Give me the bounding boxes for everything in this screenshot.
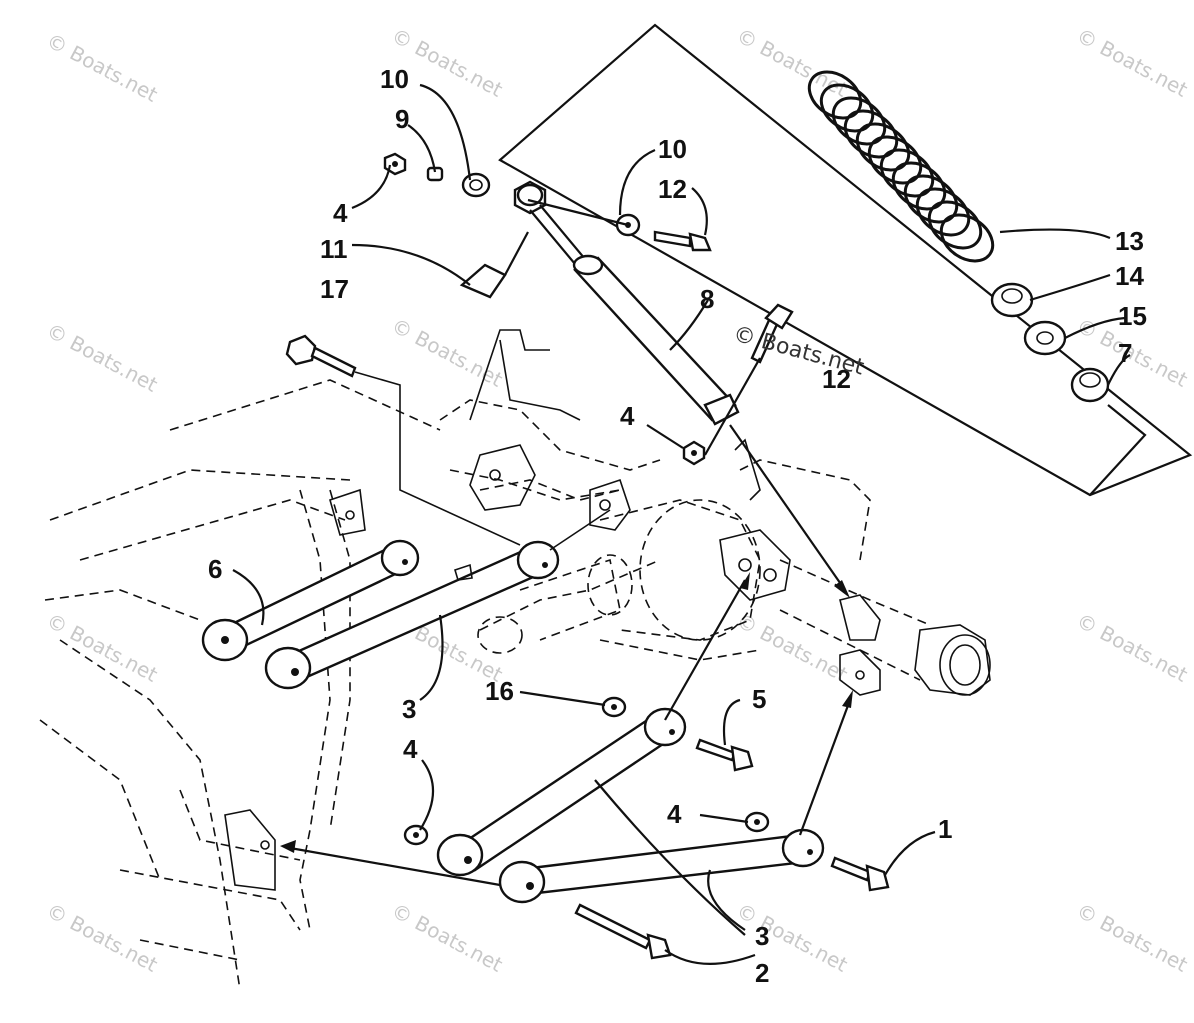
callout-label: 17 — [320, 274, 349, 304]
upper-control-arms — [201, 539, 560, 690]
cup-washer — [459, 263, 507, 299]
callout-label: 11 — [320, 234, 348, 264]
frame-outline — [39, 379, 441, 991]
callout-label: 1 — [938, 814, 952, 844]
watermark: © Boats.net — [43, 898, 162, 977]
callout-label: 14 — [1115, 261, 1144, 291]
axle-housing — [439, 329, 991, 696]
watermark: © Boats.net — [733, 608, 852, 687]
callout-label: 16 — [485, 676, 514, 706]
watermark: © Boats.net — [43, 28, 162, 107]
watermark: © Boats.net — [43, 608, 162, 687]
callout-label: 3 — [755, 921, 769, 951]
spring-kit-box — [498, 23, 1193, 497]
coil-spring — [807, 70, 995, 263]
shock-absorber — [513, 180, 740, 426]
watermark: © Boats.net — [733, 898, 852, 977]
lower-hardware — [403, 696, 890, 960]
top-hardware — [383, 152, 712, 299]
assembly-arrows — [280, 424, 853, 887]
callout-label: 15 — [1118, 301, 1147, 331]
watermark: © Boats.net — [43, 318, 162, 397]
callout-label: 13 — [1115, 226, 1144, 256]
bushing — [461, 172, 491, 198]
callout-label: 6 — [208, 554, 222, 584]
callout-label: 4 — [403, 734, 418, 764]
callout-label: 9 — [395, 104, 409, 134]
callout-label: 4 — [620, 401, 635, 431]
callout-label: 7 — [1118, 338, 1132, 368]
callout-label: 12 — [658, 174, 687, 204]
watermark: © Boats.net — [1073, 23, 1192, 102]
leader-lines — [232, 83, 1147, 965]
watermark: © Boats.net — [1073, 898, 1192, 977]
lower-control-arms — [436, 707, 825, 904]
callout-numbers: 10 9 4 11 17 10 12 8 12 4 13 14 15 7 6 3… — [208, 64, 1147, 988]
washer — [1023, 320, 1067, 356]
callout-label: 2 — [755, 958, 769, 988]
callout-label: 10 — [658, 134, 687, 164]
bolt-17 — [285, 334, 357, 378]
callout-label: 5 — [752, 684, 766, 714]
callout-label: 10 — [380, 64, 409, 94]
watermark: © Boats.net — [388, 898, 507, 977]
callout-label: 4 — [667, 799, 682, 829]
callout-label: 8 — [700, 284, 714, 314]
watermark: © Boats.net — [1073, 608, 1192, 687]
watermark: © Boats.net — [388, 313, 507, 392]
bolt — [653, 230, 692, 248]
lower-shock-hardware — [682, 303, 794, 466]
watermark: © Boats.net — [733, 23, 852, 102]
callout-label: 12 — [822, 364, 851, 394]
spring-seat-parts — [990, 282, 1110, 403]
callout-label: 3 — [402, 694, 416, 724]
callout-label: 4 — [333, 198, 348, 228]
